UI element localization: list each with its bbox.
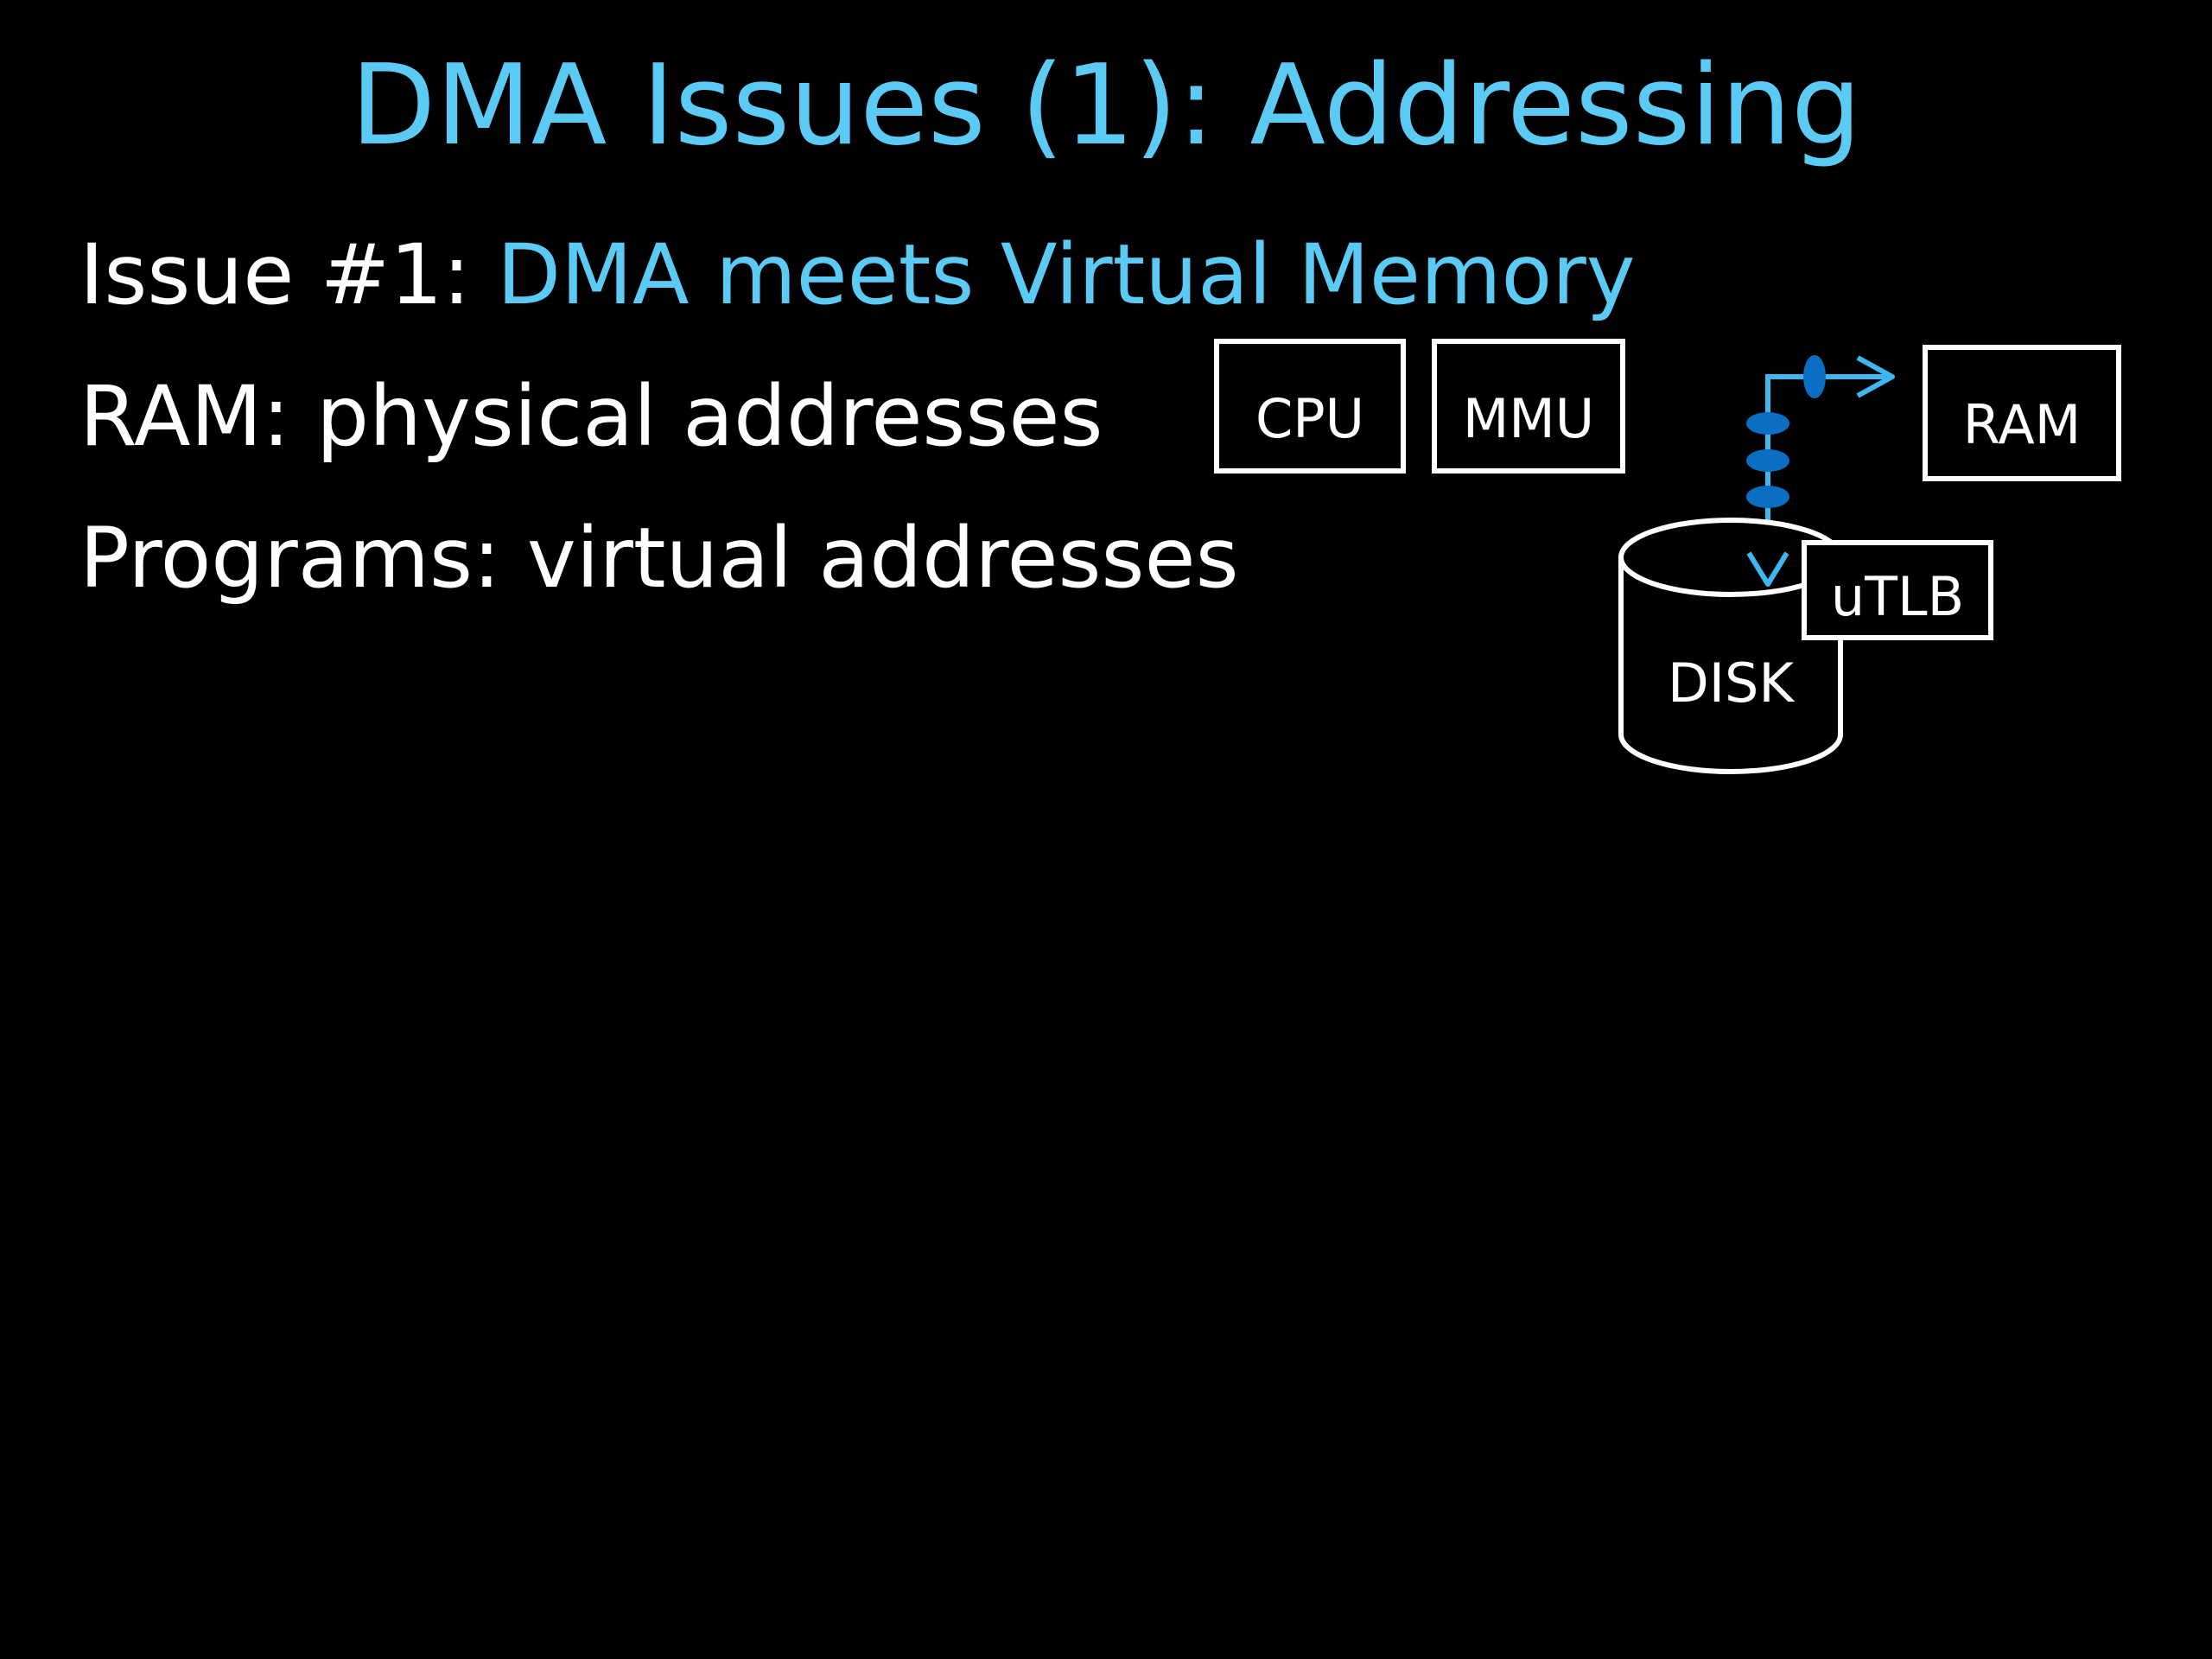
bus-node [1803,355,1826,398]
bus-node [1746,449,1789,472]
cpu-label: CPU [1255,387,1364,450]
bus-node [1746,412,1789,435]
bus-connector [1746,355,1895,575]
slide-title: DMA Issues (1): Addressing [350,41,1862,170]
issue-prefix: Issue #1: [79,226,498,323]
disk-label: DISK [1668,652,1795,715]
bullet-ram-physical: RAM: physical addresses [79,368,1103,465]
cpu-box: CPU [1214,339,1406,474]
bus-arrowhead-down-icon [1746,551,1789,587]
ram-label: RAM [1963,393,2081,456]
mmu-label: MMU [1463,387,1594,450]
bus-arrowhead-right-icon [1856,355,1895,398]
utlb-box: uTLB [1802,540,1993,640]
bus-node [1746,486,1789,508]
issue-highlight: DMA meets Virtual Memory [497,226,1636,323]
bullet-programs-virtual: Programs: virtual addresses [79,510,1239,607]
bullet-issue: Issue #1: DMA meets Virtual Memory [79,223,1636,327]
disk-cylinder: DISK [1618,518,1843,774]
utlb-label: uTLB [1831,565,1964,628]
mmu-box: MMU [1432,339,1625,474]
ram-box: RAM [1923,345,2121,481]
